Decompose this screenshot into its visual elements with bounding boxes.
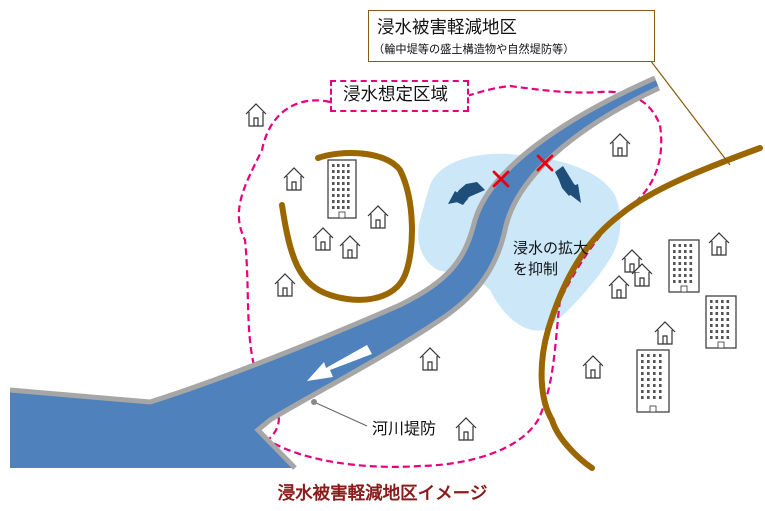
mitigation-area-callout: 浸水被害軽減地区 （輪中堤等の盛土構造物や自然堤防等） xyxy=(368,10,655,62)
house-icon xyxy=(609,133,631,157)
river xyxy=(10,78,659,468)
building-icon xyxy=(327,159,357,219)
spread-label-line1: 浸水の拡大 xyxy=(513,239,589,257)
levee-leader-line xyxy=(313,401,368,427)
house-icon xyxy=(631,263,653,287)
house-icon xyxy=(274,273,296,297)
house-icon xyxy=(367,205,389,229)
building-icon xyxy=(705,295,737,349)
house-icon xyxy=(621,249,643,273)
callout-leader-line xyxy=(649,59,731,166)
natural-levee xyxy=(538,145,763,471)
house-icon xyxy=(419,347,441,371)
levee-leader-dot xyxy=(311,399,317,405)
breach-x-icon xyxy=(536,154,554,172)
house-icon xyxy=(708,232,730,256)
house-icon xyxy=(339,235,361,259)
river-flow-arrow-icon xyxy=(307,345,372,381)
building-icon xyxy=(668,239,700,293)
building-icon xyxy=(636,349,670,413)
figure-caption: 浸水被害軽減地区イメージ xyxy=(277,484,488,504)
house-icon xyxy=(245,103,267,127)
river-levee-label: 河川堤防 xyxy=(372,419,437,438)
house-icon xyxy=(312,227,334,251)
ring-levee xyxy=(279,150,415,303)
flood-water-area xyxy=(418,153,621,331)
house-icon xyxy=(608,275,630,299)
river-levee xyxy=(254,85,661,470)
house-icon xyxy=(582,355,604,379)
river-bank-north xyxy=(9,75,657,405)
spread-label-line2: を抑制 xyxy=(513,260,559,278)
house-icon xyxy=(654,321,676,345)
spread-suppression-label: 浸水の拡大 を抑制 xyxy=(513,238,588,280)
flow-arrow-icon xyxy=(555,166,581,203)
house-icon xyxy=(283,167,305,191)
house-icon xyxy=(455,417,477,441)
flood-zone-label: 浸水想定区域 xyxy=(330,80,469,112)
callout-title: 浸水被害軽減地区 xyxy=(377,18,517,38)
breach-x-icon xyxy=(492,170,510,188)
flow-arrow-icon xyxy=(448,182,485,205)
callout-subtitle: （輪中堤等の盛土構造物や自然堤防等） xyxy=(373,43,575,56)
